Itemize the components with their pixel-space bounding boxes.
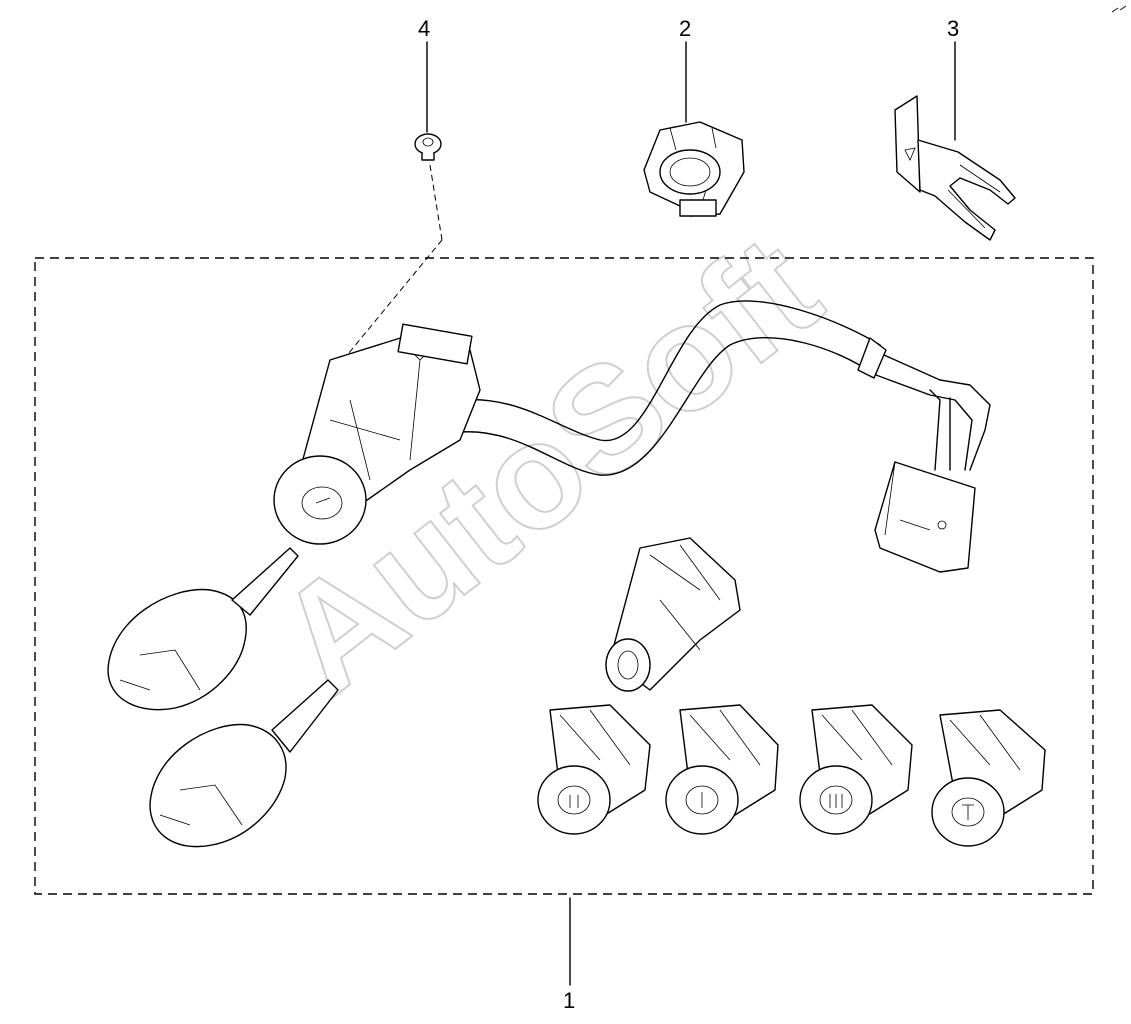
clamp-ring-part-2[interactable] xyxy=(643,121,745,217)
door-lock-cylinder-1[interactable] xyxy=(537,704,651,835)
door-lock-cylinder-4[interactable] xyxy=(931,709,1046,847)
door-lock-cylinder-3[interactable] xyxy=(799,704,913,835)
kit-boundary-box xyxy=(34,257,1094,895)
ignition-lock-barrel[interactable] xyxy=(273,300,991,573)
key-fob-lower[interactable] xyxy=(149,679,339,848)
screw-part-4[interactable] xyxy=(414,133,442,161)
corner-mark xyxy=(1111,5,1127,13)
door-lock-cylinder-2[interactable] xyxy=(665,704,779,835)
callout-label-1[interactable]: 1 xyxy=(563,988,575,1013)
callout-label-2[interactable]: 2 xyxy=(679,16,691,41)
callout-label-4[interactable]: 4 xyxy=(418,16,430,41)
bracket-part-3[interactable] xyxy=(894,95,1016,241)
callout-label-3[interactable]: 3 xyxy=(947,16,959,41)
tailgate-lock-cylinder[interactable] xyxy=(605,537,741,692)
key-fob-upper[interactable] xyxy=(107,547,299,711)
